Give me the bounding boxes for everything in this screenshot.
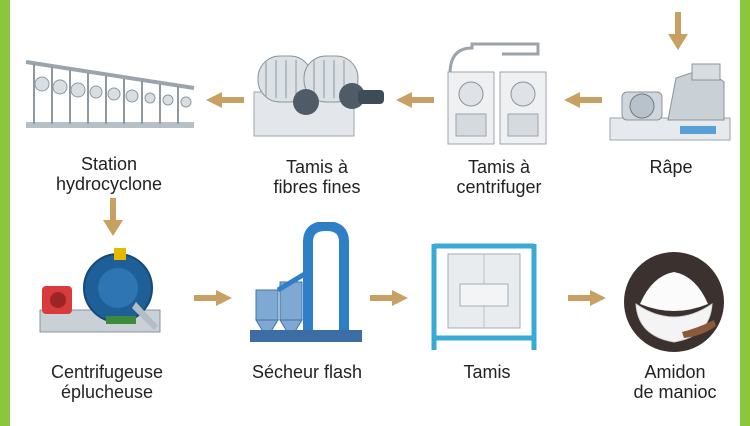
step-label-tamis: Tamis	[463, 362, 511, 382]
step-label-amidon: Amidon de manioc	[590, 362, 750, 402]
arrow-left-3	[206, 92, 244, 108]
right-frame-border	[740, 0, 750, 426]
step-label-secheur: Sécheur flash	[251, 362, 363, 382]
step-label-rape: Râpe	[649, 157, 693, 177]
starch-bowl-icon	[624, 252, 724, 352]
step-label-line1: Tamis à	[467, 157, 530, 177]
step-label-line2: éplucheuse	[60, 382, 154, 402]
centrifugal-sieve-icon	[447, 42, 547, 145]
step-label-hydrocyclone: Station hydrocyclone	[24, 154, 194, 194]
step-label-line1: Amidon	[644, 362, 706, 382]
step-label-line2: fibres fines	[273, 177, 361, 197]
flash-dryer-icon	[250, 222, 362, 342]
arrow-down-2	[103, 198, 123, 236]
step-label-line1: Centrifugeuse	[50, 362, 164, 382]
arrow-input-down	[668, 12, 688, 50]
arrow-right-1	[194, 290, 232, 306]
rasp-machine-icon	[609, 63, 731, 141]
left-frame-border	[0, 0, 10, 426]
peeler-centrifuge-icon	[39, 248, 161, 333]
arrow-left-2	[396, 92, 434, 108]
arrow-left-1	[564, 92, 602, 108]
fine-fiber-sieve-icon	[253, 55, 384, 137]
step-label-centrifugeuse: Centrifugeuse éplucheuse	[22, 362, 192, 402]
step-label-tamis-centrifuger: Tamis à centrifuger	[414, 157, 584, 197]
step-label-line1: Tamis à	[285, 157, 348, 177]
step-label-line2: de manioc	[633, 382, 717, 402]
step-label-line2: hydrocyclone	[55, 174, 163, 194]
square-sifter-icon	[431, 243, 537, 350]
step-label-tamis-fibres: Tamis à fibres fines	[232, 157, 402, 197]
arrow-right-2	[370, 290, 408, 306]
step-label-line2: centrifuger	[456, 177, 542, 197]
arrow-right-3	[568, 290, 606, 306]
step-label-line1: Station	[80, 154, 138, 174]
hydrocyclone-station-icon	[25, 60, 195, 128]
